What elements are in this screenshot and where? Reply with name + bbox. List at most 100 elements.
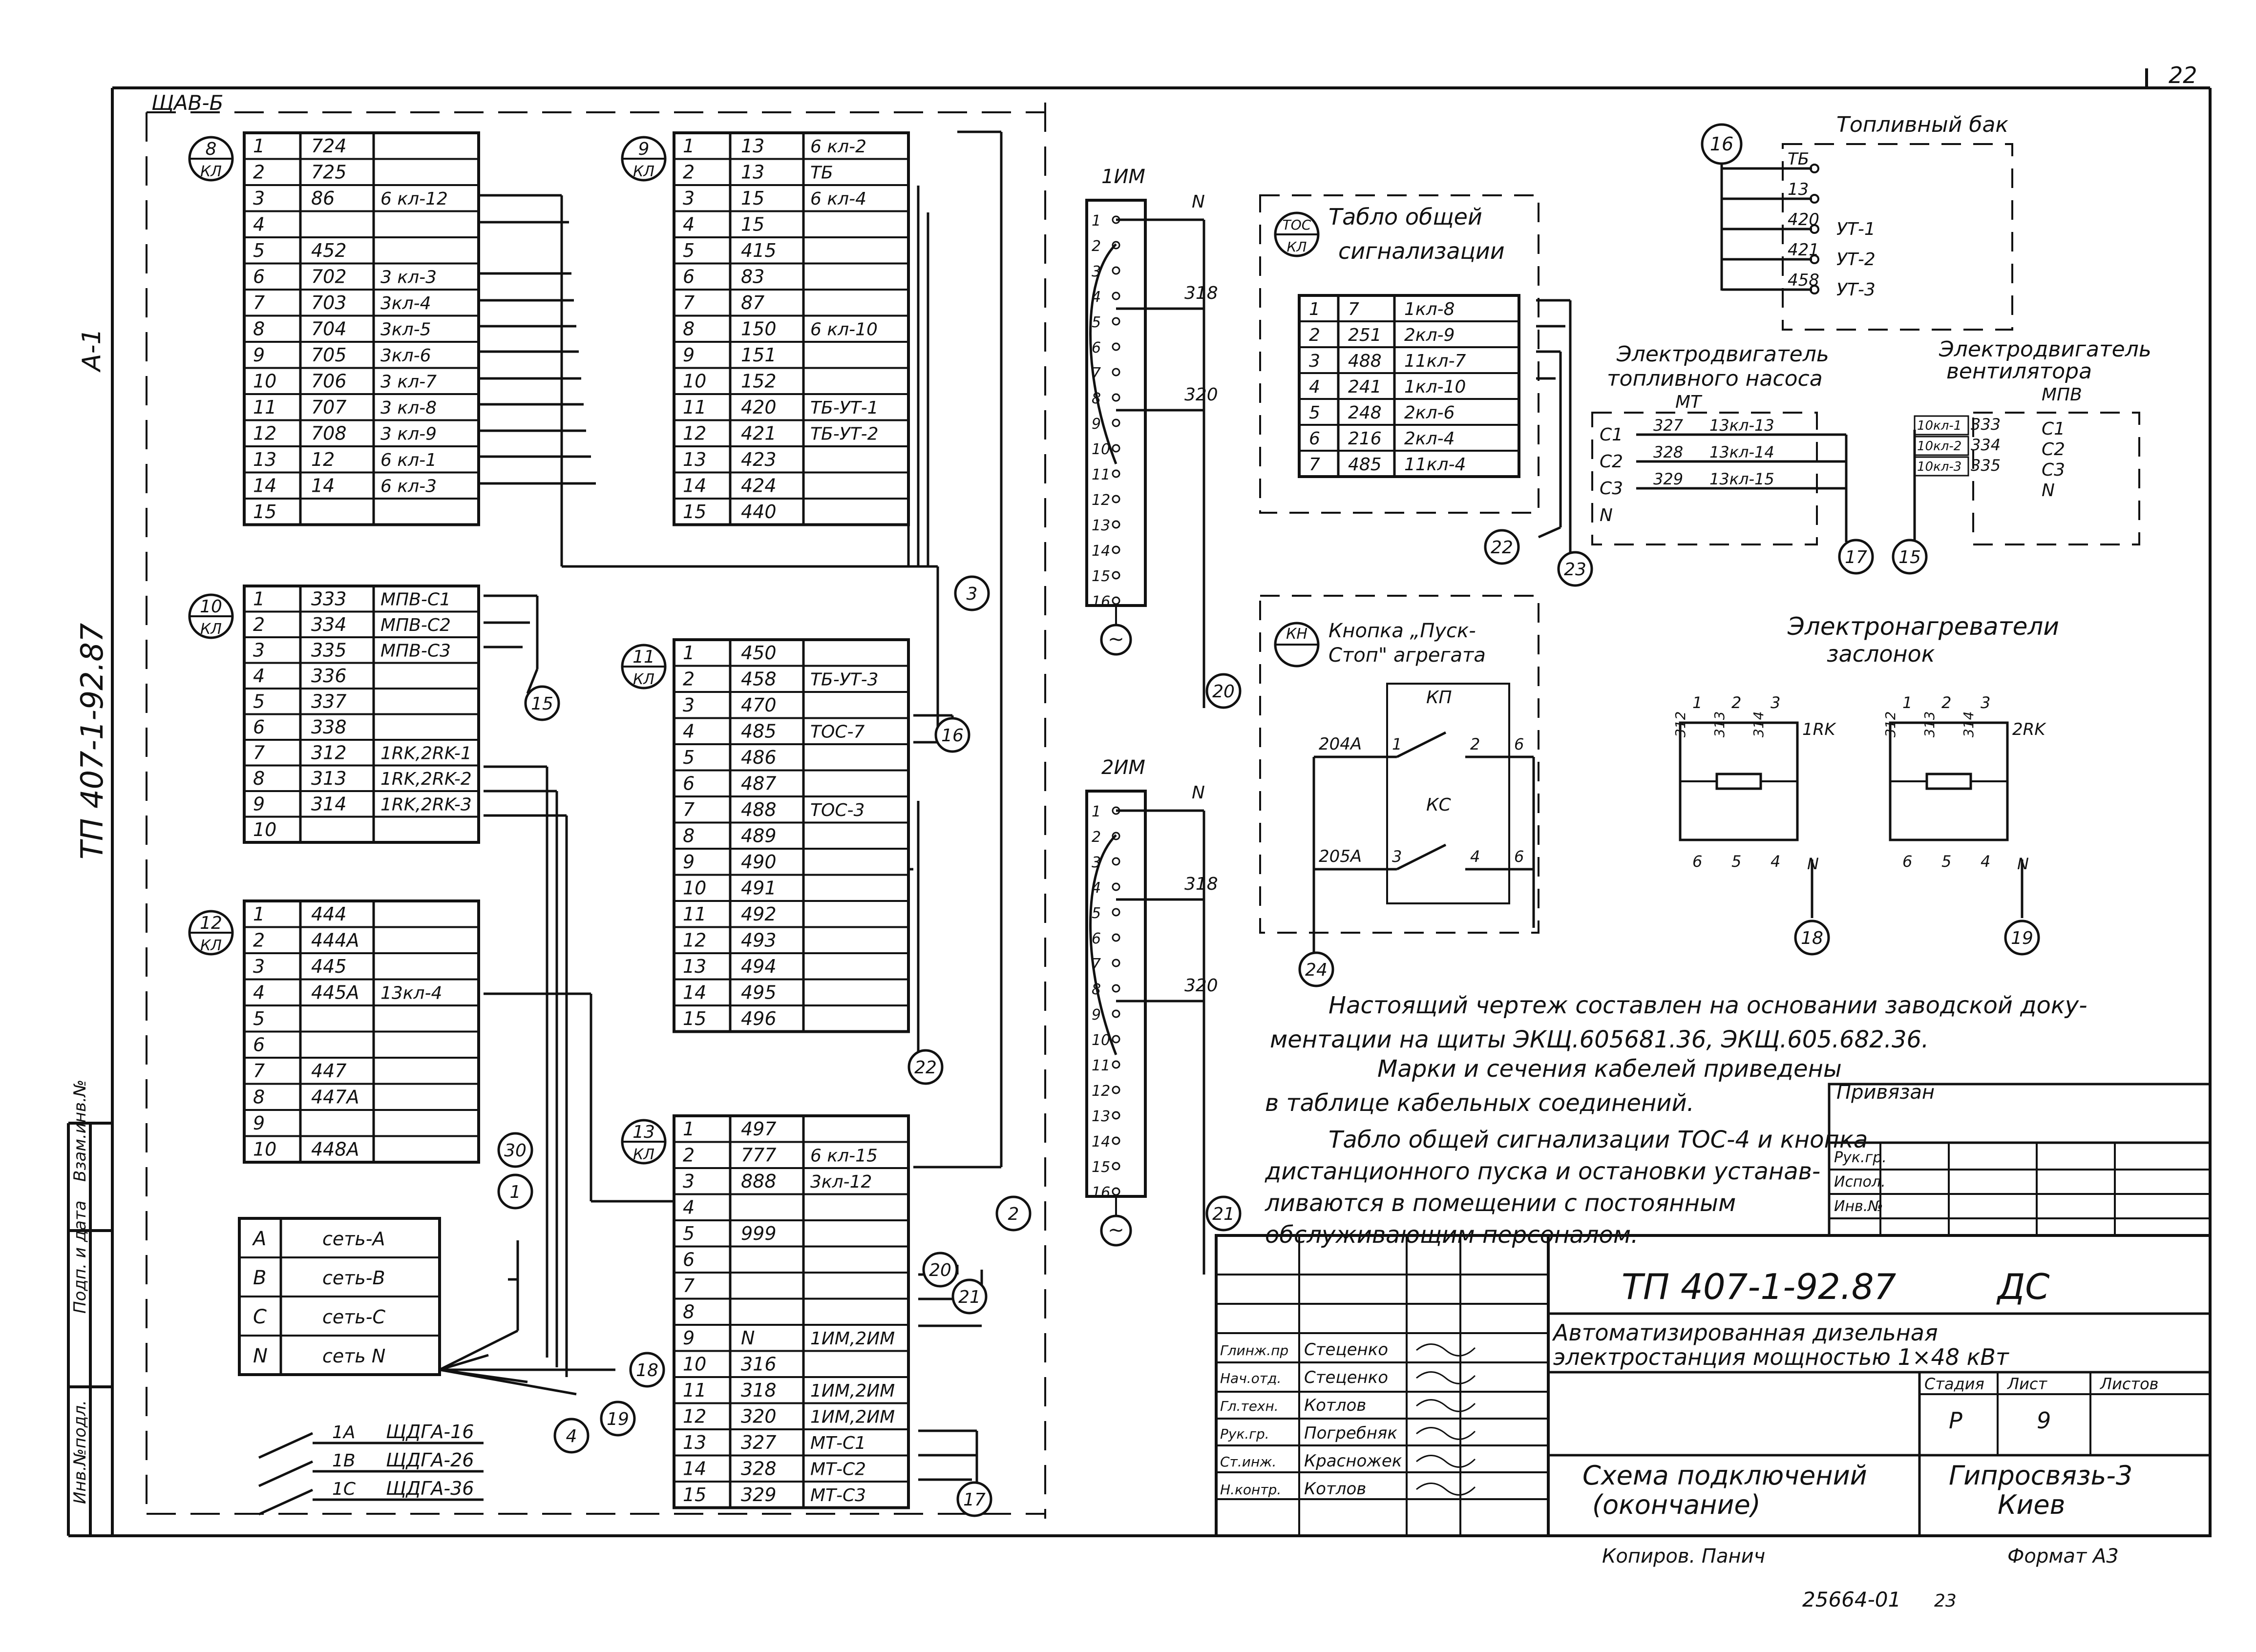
cable-marker — [907, 1049, 944, 1085]
panel-boundary — [146, 103, 1046, 1519]
breaker-destination: ЩДГА-36 — [386, 1478, 474, 1499]
terminal-number: 12 — [683, 1406, 706, 1427]
wire-label: 205А — [1319, 847, 1362, 866]
wire-label: N — [1192, 783, 1205, 803]
terminal-number: 6 — [683, 773, 695, 795]
cable-marker-number: 19 — [607, 1409, 629, 1429]
signature — [1416, 1399, 1476, 1412]
heater-wire: 313 — [1711, 711, 1728, 737]
format-label: Формат А3 — [2007, 1545, 2119, 1568]
pin-terminal — [1112, 393, 1120, 402]
wire-label: 320 — [1184, 976, 1218, 996]
tank-terminal-number: 458 — [1788, 271, 1819, 290]
wire-destination: 1кл-8 — [1404, 299, 1455, 319]
wire-destination: 2кл-6 — [1404, 403, 1455, 423]
terminal-number: 5 — [683, 1223, 695, 1244]
terminal-number: 1 — [253, 135, 265, 157]
terminal-number: 5 — [1309, 403, 1320, 423]
tank-sensor: УТ-3 — [1836, 280, 1876, 300]
cable-marker-number: 23 — [1564, 560, 1586, 580]
net-name: сеть-C — [322, 1306, 386, 1328]
terminal-number: 7 — [1309, 455, 1320, 475]
wire-number: 320 — [741, 1406, 777, 1427]
note-line: Марки и сечения кабелей приведены — [1377, 1055, 1842, 1083]
stamp-code: ТП 407-1-92.87 — [1622, 1266, 1897, 1307]
pin-terminal — [1112, 1136, 1120, 1145]
terminal-number: 7 — [253, 1060, 265, 1082]
terminal-number: 11 — [253, 397, 276, 418]
actuator-pin: 11 — [1092, 1057, 1110, 1074]
block-badge-tag: КЛ — [200, 937, 222, 954]
wire-number: 87 — [741, 292, 764, 314]
cable-marker — [524, 685, 560, 721]
wire-destination: 1ИМ,2ИМ — [810, 1329, 895, 1349]
wire-number: 494 — [741, 956, 777, 977]
actuator-pin: 14 — [1092, 1133, 1110, 1150]
wire-number: 241 — [1348, 377, 1382, 397]
wire-number: 329 — [1653, 470, 1683, 488]
cable-marker-number: 1 — [510, 1182, 521, 1202]
terminal-number: 13 — [253, 449, 276, 470]
block-badge-number: 13 — [633, 1122, 655, 1142]
pin-terminal — [1112, 1035, 1120, 1044]
pump-phase: С2 — [1600, 452, 1623, 472]
wire-number: 705 — [311, 344, 347, 366]
privyazan-row-label: Рук.гр. — [1834, 1149, 1887, 1166]
wire-number: 415 — [741, 240, 777, 261]
pin-terminal — [1112, 292, 1120, 300]
terminal-number: 10 — [683, 1354, 706, 1375]
wire-destination: 1RK,2RK-1 — [380, 743, 472, 763]
terminal-number: 3 — [253, 188, 265, 209]
terminal-number: 10 — [253, 1139, 276, 1160]
cable-marker-number: 30 — [504, 1141, 527, 1161]
wire-number: 707 — [311, 397, 347, 418]
terminal-block-frame — [673, 638, 910, 1033]
terminal-number: 1 — [253, 903, 265, 925]
cable-marker — [2004, 920, 2040, 956]
wire-destination: МТ-С3 — [810, 1485, 866, 1506]
actuator-pin: 9 — [1092, 1006, 1101, 1024]
button-pin: 2 — [1470, 735, 1480, 753]
terminal-number: 4 — [1309, 377, 1320, 397]
wire-label: 318 — [1184, 874, 1218, 894]
binding-column-label: Взам.инв.№ — [70, 1080, 90, 1182]
note-line: в таблице кабельных соединений. — [1265, 1089, 1694, 1117]
fan-code: МПВ — [2042, 385, 2082, 405]
button-pin: 6 — [1514, 735, 1524, 753]
tank-terminal-number: 420 — [1788, 210, 1819, 230]
wire-number: 444А — [311, 930, 359, 951]
block-badge-number: 8 — [206, 139, 217, 159]
cable-marker — [995, 1195, 1032, 1232]
cable-marker — [956, 1481, 992, 1517]
pump-phase: С1 — [1600, 425, 1623, 445]
fan-title: Электродвигатель — [1939, 337, 2151, 362]
wire-number: 999 — [741, 1223, 777, 1244]
pin-terminal — [1112, 469, 1120, 478]
wire-number: 445 — [311, 956, 347, 977]
wire-destination: 1RK,2RK-3 — [380, 795, 472, 815]
wire-destination: МТ-С1 — [810, 1433, 866, 1453]
wire-destination: 3кл-5 — [380, 320, 431, 340]
wire-number: 486 — [741, 747, 777, 768]
wire-destination: 13кл-15 — [1709, 470, 1774, 488]
button-body — [1386, 683, 1510, 904]
wire-destination: 3кл-12 — [810, 1172, 872, 1192]
button-title: Стоп" агрегата — [1328, 644, 1486, 667]
wire-destination: 1ИМ,2ИМ — [810, 1407, 895, 1427]
heater-wire: 314 — [1750, 711, 1767, 737]
heater-pin: 1 — [1902, 693, 1912, 712]
actuator-pin: 13 — [1092, 517, 1110, 534]
cable-marker — [1794, 920, 1830, 956]
stamp-drawing-title: Схема подключений — [1582, 1460, 1867, 1491]
toc-badge-tag: КЛ — [1287, 239, 1307, 255]
terminal-number: 5 — [253, 240, 265, 261]
tank-sensor: УТ-1 — [1836, 219, 1876, 239]
pin-terminal — [1112, 241, 1120, 250]
terminal-number: 7 — [253, 292, 265, 314]
wire-number: 706 — [311, 371, 347, 392]
